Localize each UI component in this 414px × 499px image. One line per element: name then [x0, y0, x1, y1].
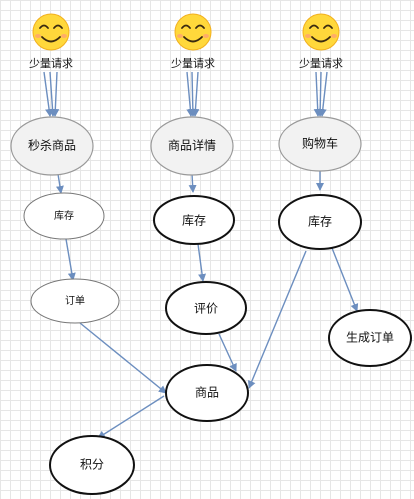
- node-jifen-label: 积分: [80, 458, 104, 472]
- smiley-face-icon: [32, 13, 70, 51]
- arrow-user3-to-gouwuche-c: [318, 71, 328, 117]
- node-shengcheng-label: 生成订单: [346, 331, 394, 345]
- arrow-kucun2-to-pingjia: [197, 243, 207, 282]
- arrow-user1-to-miaosha-c: [51, 71, 60, 117]
- node-xiangqing: 商品详情: [150, 116, 234, 176]
- arrow-pingjia-to-shangpin: [218, 333, 237, 372]
- user-3: 少量请求: [299, 13, 343, 70]
- node-kucun-1: 库存: [23, 192, 105, 240]
- node-gouwuche: 购物车: [278, 116, 362, 172]
- arrow-miaosha-to-kucun1: [55, 173, 64, 194]
- arrow-user3-to-gouwuche-a: [313, 71, 322, 117]
- node-pingjia-label: 评价: [194, 302, 218, 316]
- arrow-user1-to-miaosha-a: [43, 71, 54, 117]
- node-shangpin-label: 商品: [195, 385, 219, 400]
- node-miaosha: 秒杀商品: [10, 116, 94, 176]
- node-gouwuche-label: 购物车: [302, 136, 338, 151]
- arrow-user3-to-gouwuche-b: [316, 71, 325, 117]
- node-kucun-2-label: 库存: [182, 213, 206, 228]
- user-3-label: 少量请求: [299, 57, 343, 70]
- smiley-face-icon: [174, 13, 212, 51]
- arrow-user2-to-xiangqing-b: [188, 71, 197, 117]
- arrow-user2-to-xiangqing-a: [186, 71, 195, 117]
- user-1: 少量请求: [29, 13, 73, 70]
- arrow-user1-to-miaosha-b: [48, 71, 57, 117]
- connectors: [43, 71, 359, 439]
- arrow-user2-to-xiangqing-c: [191, 71, 200, 117]
- node-miaosha-label: 秒杀商品: [28, 138, 76, 153]
- node-shangpin: 商品: [165, 364, 249, 422]
- arrow-kucun1-to-dingdan: [65, 238, 76, 281]
- node-xiangqing-label: 商品详情: [168, 138, 216, 153]
- node-kucun-1-label: 库存: [54, 209, 74, 222]
- user-2-label: 少量请求: [171, 57, 215, 70]
- arrow-kucun3-to-shangpin: [247, 250, 307, 389]
- smiley-face-icon: [302, 13, 340, 51]
- node-dingdan-label: 订单: [65, 295, 85, 307]
- user-1-label: 少量请求: [29, 57, 73, 70]
- node-kucun-3-label: 库存: [308, 214, 332, 229]
- node-pingjia: 评价: [165, 281, 247, 335]
- node-dingdan: 订单: [30, 278, 120, 324]
- arrow-shangpin-to-jifen: [97, 395, 165, 439]
- node-kucun-3: 库存: [278, 194, 362, 250]
- user-2: 少量请求: [171, 13, 215, 70]
- arrow-kucun3-to-shengcheng: [331, 247, 359, 312]
- arrow-dingdan-to-shangpin: [79, 322, 167, 394]
- node-jifen: 积分: [49, 435, 135, 495]
- node-kucun-2: 库存: [153, 195, 235, 245]
- arrow-xiangqing-to-kucun2: [188, 173, 197, 193]
- node-shengcheng: 生成订单: [328, 309, 412, 367]
